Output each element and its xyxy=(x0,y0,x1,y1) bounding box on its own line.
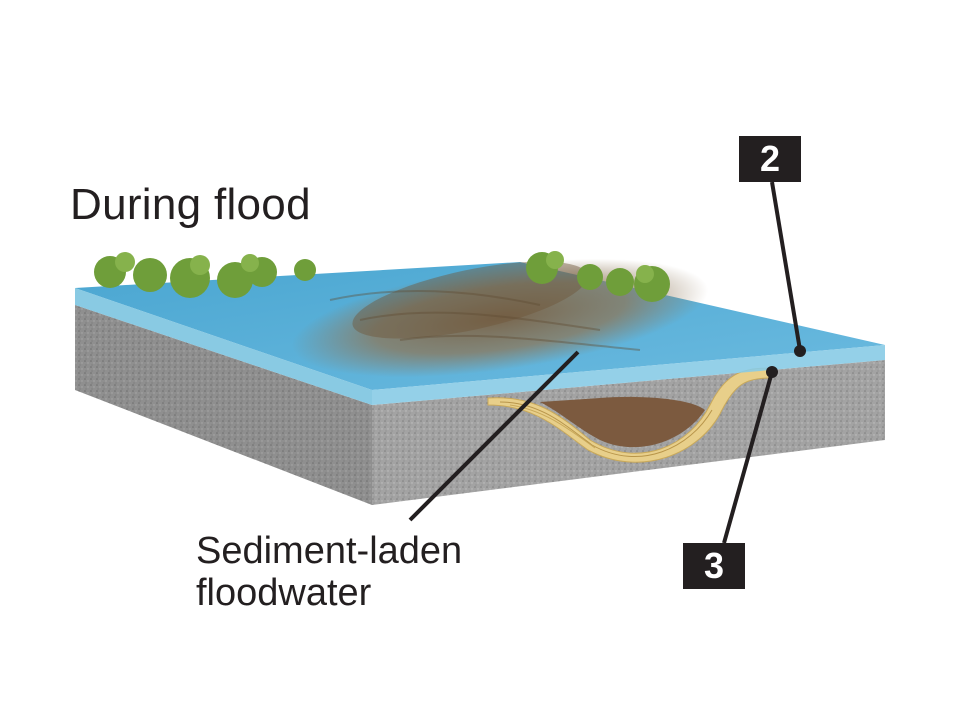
floodwater-caption: Sediment-laden floodwater xyxy=(196,530,462,614)
diagram-title: During flood xyxy=(70,180,311,229)
tree-cluster-right xyxy=(526,251,670,302)
rock-left-face xyxy=(75,305,372,505)
marker-3-leader-line xyxy=(722,371,774,544)
sediment-plume xyxy=(291,258,709,378)
marker-3-point xyxy=(766,366,778,378)
marker-2-leader-line xyxy=(770,181,802,351)
marker-3-label: 3 xyxy=(683,543,745,589)
caption-leader-line xyxy=(408,350,580,522)
caption-line-1: Sediment-laden xyxy=(196,530,463,572)
marker-2-label: 2 xyxy=(739,136,801,182)
marker-2-point xyxy=(794,345,806,357)
floodwater-left-edge xyxy=(75,288,372,405)
floodwater-front-edge xyxy=(372,345,885,405)
caption-line-2: floodwater xyxy=(196,572,372,614)
channel-fill xyxy=(540,396,705,448)
tree-cluster-left xyxy=(94,252,316,298)
